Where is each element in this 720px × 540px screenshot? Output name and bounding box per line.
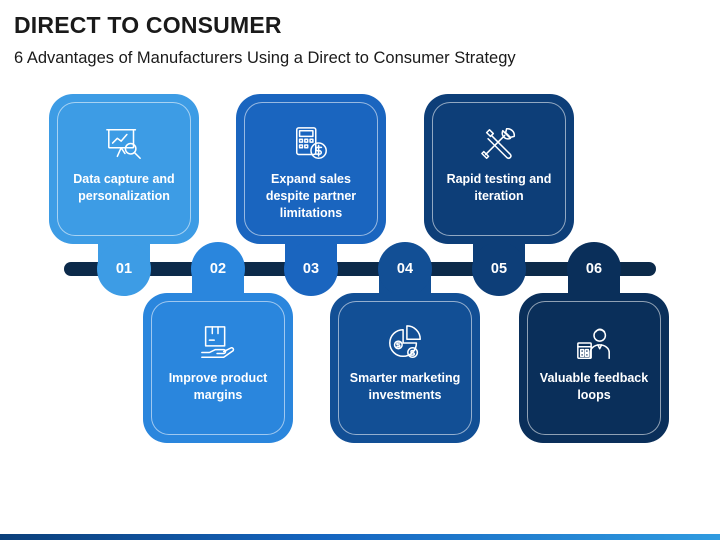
step-card-frame: Valuable feedback loops bbox=[519, 293, 669, 443]
step-label: Improve product margins bbox=[168, 371, 268, 402]
step-card-frame: Improve product margins bbox=[143, 293, 293, 443]
step-label: Expand sales despite partner limitations bbox=[265, 172, 357, 220]
step-card: Rapid testing and iteration bbox=[432, 102, 566, 236]
step-number: 01 bbox=[97, 242, 151, 296]
step-number: 06 bbox=[567, 242, 621, 296]
calculator-dollar-icon bbox=[292, 125, 330, 163]
step-number: 05 bbox=[472, 242, 526, 296]
step-number: 04 bbox=[378, 242, 432, 296]
step-label: Rapid testing and iteration bbox=[446, 172, 552, 203]
step-card: Improve product margins bbox=[151, 301, 285, 435]
step-number: 03 bbox=[284, 242, 338, 296]
step-card: Valuable feedback loops bbox=[527, 301, 661, 435]
step-card-frame: Rapid testing and iteration bbox=[424, 94, 574, 244]
page-title: DIRECT TO CONSUMER bbox=[14, 12, 282, 38]
page-subtitle: 6 Advantages of Manufacturers Using a Di… bbox=[14, 49, 516, 67]
pie-chart-dollar-icon bbox=[386, 324, 424, 362]
step-card: Expand sales despite partner limitations bbox=[244, 102, 378, 236]
step-card-frame: Smarter marketing investments bbox=[330, 293, 480, 443]
product-box-hand-icon bbox=[199, 324, 237, 362]
data-analysis-icon bbox=[105, 125, 143, 163]
step-label: Data capture and personalization bbox=[73, 172, 175, 203]
step-card: Smarter marketing investments bbox=[338, 301, 472, 435]
step-number: 02 bbox=[191, 242, 245, 296]
step-card: Data capture and personalization bbox=[57, 102, 191, 236]
step-label: Valuable feedback loops bbox=[539, 371, 649, 402]
bottom-accent-bar bbox=[0, 534, 720, 540]
feedback-person-icon bbox=[575, 324, 613, 362]
step-label: Smarter marketing investments bbox=[349, 371, 461, 402]
tools-icon bbox=[480, 125, 518, 163]
step-card-frame: Data capture and personalization bbox=[49, 94, 199, 244]
step-card-frame: Expand sales despite partner limitations bbox=[236, 94, 386, 244]
